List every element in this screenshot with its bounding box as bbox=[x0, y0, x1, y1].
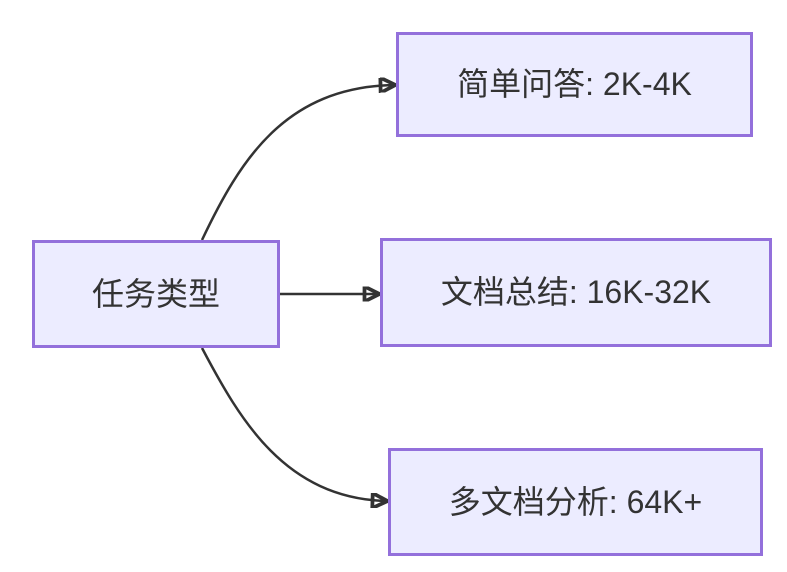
edge-task-type-to-simple-qa bbox=[200, 85, 394, 241]
node-multi-doc-analysis: 多文档分析: 64K+ bbox=[388, 448, 763, 556]
edge-task-type-to-multi-doc-analysis bbox=[200, 347, 386, 501]
node-task-type-label: 任务类型 bbox=[91, 275, 220, 312]
node-multi-doc-analysis-label: 多文档分析: 64K+ bbox=[448, 483, 703, 520]
node-doc-summary: 文档总结: 16K-32K bbox=[380, 238, 772, 347]
node-simple-qa: 简单问答: 2K-4K bbox=[396, 32, 753, 137]
node-simple-qa-label: 简单问答: 2K-4K bbox=[457, 66, 692, 103]
node-task-type: 任务类型 bbox=[32, 240, 280, 348]
node-doc-summary-label: 文档总结: 16K-32K bbox=[440, 274, 712, 311]
